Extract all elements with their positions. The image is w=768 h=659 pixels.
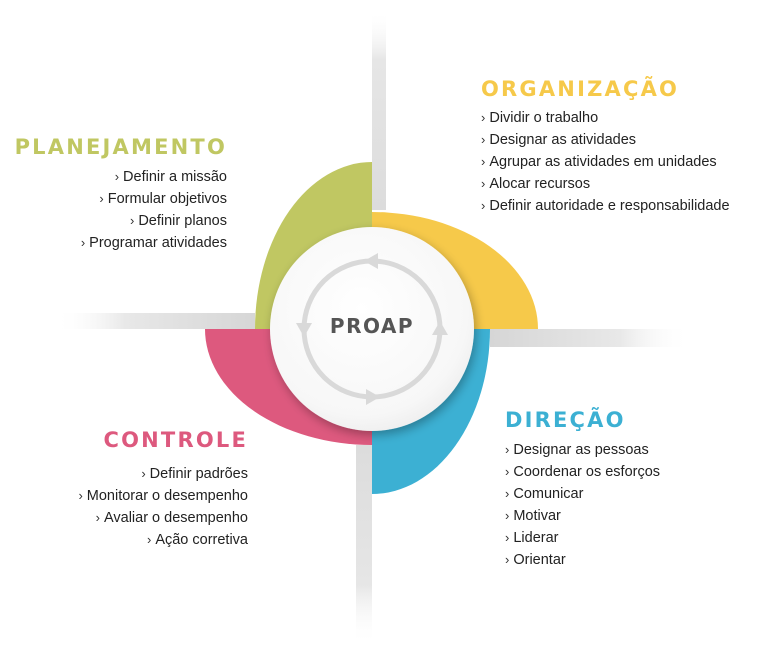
chevron-right-icon: › [141,466,146,481]
chevron-right-icon: › [505,508,510,523]
list-item: ›Liderar [505,530,559,546]
list-item: ›Definir padrões [141,466,248,482]
chevron-right-icon: › [99,191,104,206]
quadrant-planejamento: PLANEJAMENTO ›Definir a missão ›Formular… [15,135,227,254]
list-item: ›Agrupar as atividades em unidades [481,154,717,170]
divider-shadow-bottom [356,445,372,645]
list-item: ›Formular objetivos [99,191,227,207]
quadrant-title-controle: CONTROLE [103,428,248,452]
list-item: ›Avaliar o desempenho [95,510,248,526]
quadrant-organizacao: ORGANIZAÇÃO ›Dividir o trabalho ›Designa… [481,77,730,217]
chevron-right-icon: › [505,464,510,479]
center-circle [270,227,474,431]
chevron-right-icon: › [80,235,86,250]
list-item: ›Motivar [505,508,561,524]
quadrant-direcao: DIREÇÃO ›Designar as pessoas ›Coordenar … [505,408,660,571]
chevron-right-icon: › [505,486,510,501]
list-item: ›Definir planos [129,213,227,229]
chevron-right-icon: › [481,198,486,213]
chevron-right-icon: › [505,442,510,457]
list-item: ›Comunicar [505,486,584,502]
quadrant-title-organizacao: ORGANIZAÇÃO [481,77,680,101]
arrowheads [296,253,448,405]
list-item: ›Monitorar o desempenho [78,488,248,504]
quadrant-title-direcao: DIREÇÃO [505,408,626,432]
divider-shadow-left [55,313,255,329]
list-item: ›Coordenar os esforços [505,464,661,480]
list-item: ›Programar atividades [80,235,227,251]
item-list-controle: ›Definir padrões ›Monitorar o desempenho… [78,463,248,551]
divider-shadow-right [490,329,690,347]
chevron-right-icon: › [114,169,120,184]
list-item: ›Designar as pessoas [505,442,649,458]
item-list-planejamento: ›Definir a missão ›Formular objetivos ›D… [15,166,227,254]
chevron-right-icon: › [505,552,510,567]
quadrant-controle: CONTROLE ›Definir padrões ›Monitorar o d… [78,428,248,551]
item-list-organizacao: ›Dividir o trabalho ›Designar as ativida… [481,107,730,217]
list-item: ›Alocar recursos [481,176,591,192]
chevron-right-icon: › [481,110,486,125]
chevron-right-icon: › [481,132,486,147]
list-item: ›Dividir o trabalho [481,110,599,126]
list-item: ›Orientar [505,552,566,568]
center-label: PROAP [329,314,415,338]
divider-shadow-top [372,10,386,210]
chevron-right-icon: › [481,154,486,169]
list-item: ›Ação corretiva [146,532,248,548]
item-list-direcao: ›Designar as pessoas ›Coordenar os esfor… [505,439,660,571]
chevron-right-icon: › [129,213,135,228]
list-item: ›Designar as atividades [481,132,637,148]
list-item: ›Definir a missão [114,169,227,185]
quadrant-title-planejamento: PLANEJAMENTO [14,135,227,159]
chevron-right-icon: › [481,176,486,191]
chevron-right-icon: › [78,488,83,503]
list-item: ›Definir autoridade e responsabilidade [481,198,730,214]
chevron-right-icon: › [95,510,100,525]
chevron-right-icon: › [146,532,152,547]
chevron-right-icon: › [505,530,510,545]
